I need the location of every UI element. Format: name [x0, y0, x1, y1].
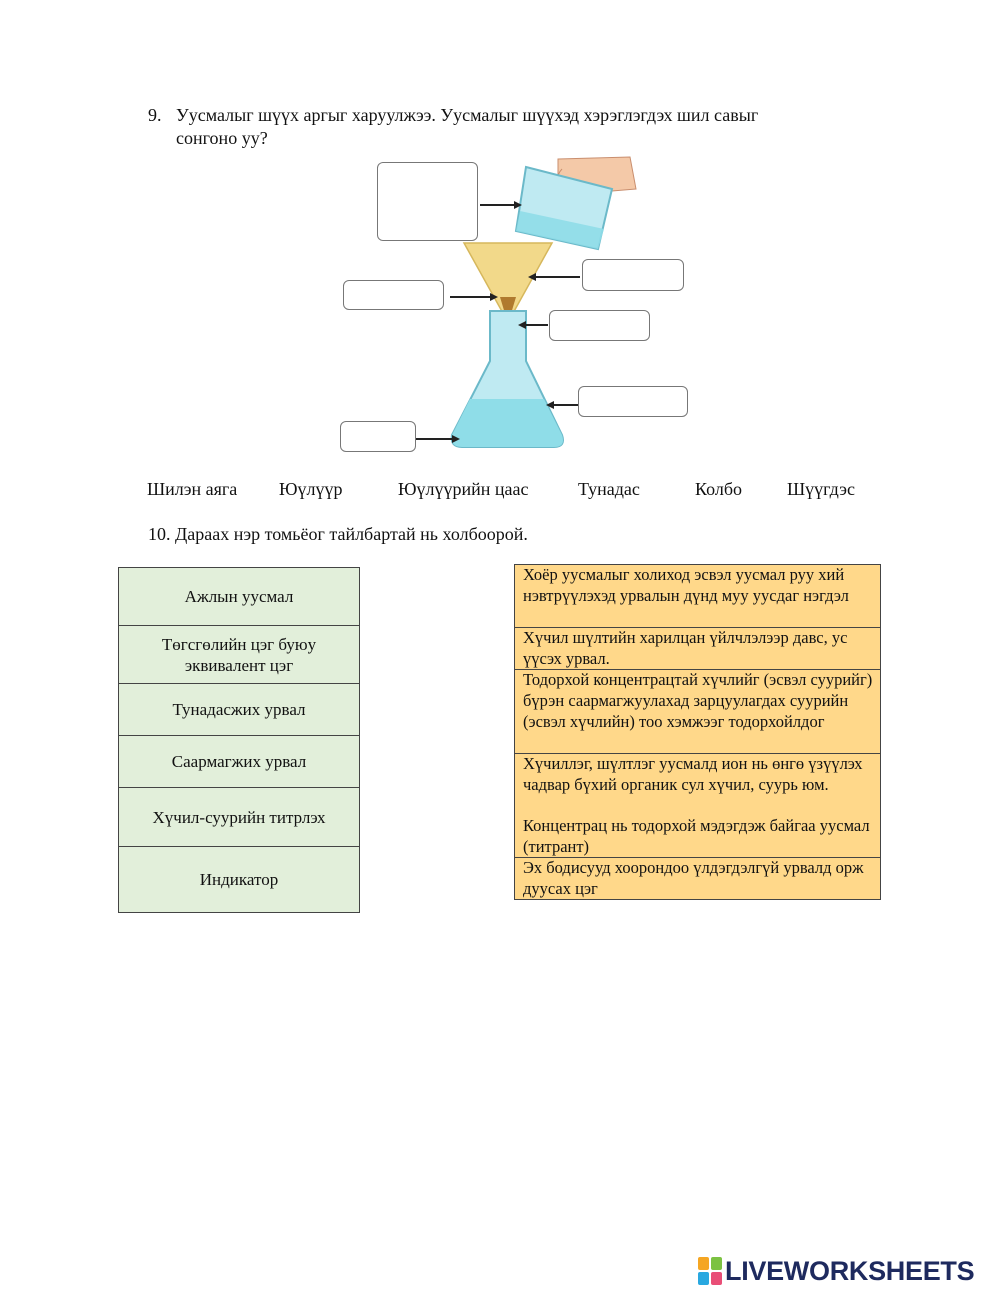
answer-box-beaker[interactable]	[377, 162, 478, 241]
option-word: Юүлүүр	[279, 479, 343, 499]
filtration-illustration	[416, 156, 637, 448]
liveworksheets-logo-text: LIVEWORKSHEETS	[725, 1255, 975, 1286]
option-word: Шилэн аяга	[147, 479, 238, 499]
question-10-text: 10. Дараах нэр томьёог тайлбартай нь хол…	[148, 524, 528, 544]
definition-cell[interactable]: Тодорхой концентрацтай хүчлийг (эсвэл су…	[515, 670, 880, 754]
answer-box-flask[interactable]	[578, 386, 688, 417]
question-9-number: 9.	[148, 105, 162, 125]
precipitate-illustration	[500, 297, 516, 317]
answer-box-precipitate[interactable]	[343, 280, 444, 310]
term-cell[interactable]: Төгсгөлийн цэг буюу эквивалент цэг	[119, 626, 359, 684]
filtration-diagram	[330, 155, 700, 455]
definitions-table: Хоёр уусмалыг холиход эсвэл уусмал руу х…	[514, 564, 881, 900]
definition-cell[interactable]: Концентрац нь тодорхой мэдэгдэж байгаа у…	[515, 816, 880, 858]
term-cell[interactable]: Индикатор	[119, 847, 359, 912]
term-cell[interactable]: Тунадасжих урвал	[119, 684, 359, 736]
term-cell[interactable]: Хүчил-суурийн титрлэх	[119, 788, 359, 847]
liveworksheets-logo-icon	[698, 1257, 722, 1285]
term-cell[interactable]: Саармагжих урвал	[119, 736, 359, 788]
answer-box-filter-paper[interactable]	[582, 259, 684, 291]
terms-table: Ажлын уусмал Төгсгөлийн цэг буюу эквивал…	[118, 567, 360, 913]
definition-cell[interactable]: Хүчиллэг, шүлтлэг уусмалд ион нь өнгө үз…	[523, 754, 863, 794]
liveworksheets-logo: LIVEWORKSHEETS	[698, 1254, 975, 1288]
term-cell[interactable]: Ажлын уусмал	[119, 568, 359, 626]
option-word: Юүлүүрийн цаас	[398, 479, 529, 499]
question-9-text-line1: Уусмалыг шүүх аргыг харуулжээ. Уусмалыг …	[176, 105, 759, 125]
word-options: Шилэн аяга Юүлүүр Юүлүүрийн цаас Тунадас…	[0, 479, 1000, 503]
definition-cell[interactable]: Хүчил шүлтийн харилцан үйлчлэлээр давс, …	[515, 628, 880, 670]
option-word: Колбо	[695, 479, 743, 499]
question-9-text-line2: сонгоно уу?	[176, 128, 268, 148]
option-word: Тунадас	[578, 479, 640, 499]
definition-cell[interactable]: Хоёр уусмалыг холиход эсвэл уусмал руу х…	[515, 565, 880, 628]
definition-cell[interactable]: Эх бодисууд хоорондоо үлдэгдэлгүй урвалд…	[523, 858, 864, 898]
answer-box-filtrate[interactable]	[340, 421, 416, 452]
answer-box-funnel[interactable]	[549, 310, 650, 341]
option-word: Шүүгдэс	[787, 479, 855, 499]
